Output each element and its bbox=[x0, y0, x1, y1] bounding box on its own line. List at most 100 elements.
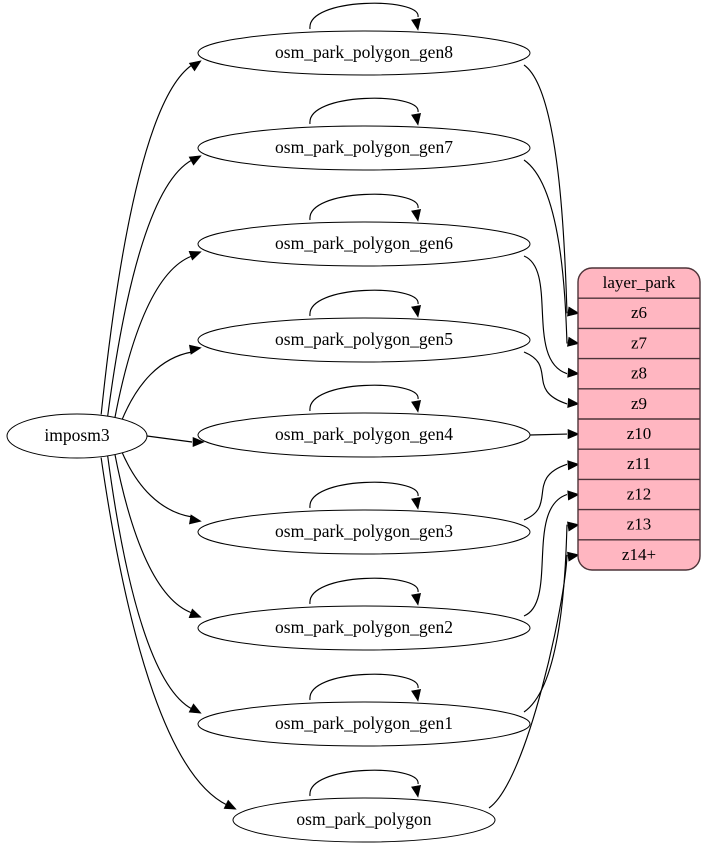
node-imposm3[interactable]: imposm3 bbox=[6, 413, 148, 459]
edge-arrowhead-gen3-to-row bbox=[567, 460, 580, 471]
edge-arrowhead-gen8-to-row bbox=[567, 306, 580, 317]
edge-imposm3-to-gen1 bbox=[107, 455, 202, 714]
table-row-z9[interactable]: z9 bbox=[631, 394, 647, 413]
edge-gen4-to-z10 bbox=[529, 429, 580, 440]
node-ellipse-base[interactable] bbox=[232, 797, 496, 843]
node-label-gen3: osm_park_polygon_gen3 bbox=[275, 521, 453, 541]
self-loop-arrowhead-gen7 bbox=[411, 112, 422, 126]
edge-path-gen8-to-row bbox=[523, 64, 568, 314]
edge-arrowhead-gen2-to-row bbox=[567, 490, 580, 501]
self-loop-arrowhead-gen3 bbox=[411, 496, 422, 510]
table-row-z13[interactable]: z13 bbox=[627, 515, 652, 534]
edge-gen2-to-z12 bbox=[523, 490, 580, 617]
self-loop-path-gen3 bbox=[309, 481, 419, 509]
edge-path-base-to-row bbox=[488, 554, 568, 809]
edge-path-gen3-to-row bbox=[523, 463, 568, 521]
node-gen5[interactable]: osm_park_polygon_gen5 bbox=[197, 317, 531, 363]
edge-path-imposm3-base bbox=[100, 457, 228, 806]
edge-arrowhead-imposm3-base bbox=[223, 799, 237, 810]
node-gen2[interactable]: osm_park_polygon_gen2 bbox=[197, 605, 531, 651]
node-gen1[interactable]: osm_park_polygon_gen1 bbox=[197, 701, 531, 747]
node-label-imposm3: imposm3 bbox=[44, 425, 109, 445]
node-label-gen1: osm_park_polygon_gen1 bbox=[275, 713, 453, 733]
edge-imposm3-to-gen5 bbox=[120, 344, 202, 422]
node-gen4[interactable]: osm_park_polygon_gen4 bbox=[197, 412, 531, 458]
self-loop-arrowhead-gen1 bbox=[411, 688, 422, 702]
edge-imposm3-to-base bbox=[100, 457, 237, 810]
self-loop-gen4 bbox=[309, 384, 422, 413]
table-row-z7[interactable]: z7 bbox=[631, 333, 648, 352]
self-loop-gen3 bbox=[309, 481, 422, 510]
node-ellipse-imposm3[interactable] bbox=[6, 413, 148, 459]
edge-path-gen5-to-row bbox=[523, 351, 568, 405]
edge-imposm3-to-gen7 bbox=[107, 155, 202, 417]
table-header-layer-park: layer_park bbox=[603, 273, 676, 292]
node-ellipse-gen6[interactable] bbox=[197, 221, 531, 267]
edge-arrowhead-imposm3-gen4 bbox=[192, 436, 205, 448]
self-loop-arrowhead-gen6 bbox=[411, 208, 422, 222]
self-loop-path-gen8 bbox=[309, 2, 419, 30]
node-ellipse-gen1[interactable] bbox=[197, 701, 531, 747]
self-loop-path-gen1 bbox=[309, 673, 419, 701]
edge-arrowhead-gen4-to-row bbox=[567, 429, 580, 440]
self-loop-gen5 bbox=[309, 289, 422, 318]
self-loop-gen7 bbox=[309, 97, 422, 126]
table-row-z14plus[interactable]: z14+ bbox=[622, 545, 656, 564]
node-ellipse-gen8[interactable] bbox=[197, 30, 531, 76]
edge-imposm3-to-gen6 bbox=[114, 251, 202, 420]
node-gen3[interactable]: osm_park_polygon_gen3 bbox=[197, 509, 531, 555]
self-loop-path-gen5 bbox=[309, 289, 419, 317]
self-loop-path-gen7 bbox=[309, 97, 419, 125]
edge-arrowhead-imposm3-gen1 bbox=[188, 703, 202, 714]
node-gen7[interactable]: osm_park_polygon_gen7 bbox=[197, 125, 531, 171]
edge-arrowhead-imposm3-gen6 bbox=[188, 251, 202, 261]
node-gen6[interactable]: osm_park_polygon_gen6 bbox=[197, 221, 531, 267]
edge-arrowhead-imposm3-gen8 bbox=[188, 60, 202, 72]
node-label-gen5: osm_park_polygon_gen5 bbox=[275, 329, 453, 349]
edge-gen1-to-z13 bbox=[523, 521, 580, 713]
self-loop-path-base bbox=[309, 769, 419, 797]
edge-base-to-z14plus bbox=[488, 551, 580, 809]
layer-park-table: layer_park z6 z7 z8 z9 z10 z11 z12 z13 z14+ bbox=[577, 267, 701, 571]
table-row-z12[interactable]: z12 bbox=[627, 484, 652, 503]
edge-arrowhead-imposm3-gen2 bbox=[188, 608, 202, 619]
table-row-z10[interactable]: z10 bbox=[627, 424, 652, 443]
edge-path-imposm3-gen4 bbox=[146, 435, 193, 443]
edge-path-imposm3-gen2 bbox=[114, 452, 193, 614]
self-loop-base bbox=[309, 769, 422, 798]
edge-path-imposm3-gen6 bbox=[114, 255, 193, 420]
edge-path-gen2-to-row bbox=[523, 493, 568, 617]
edge-imposm3-to-gen8 bbox=[100, 60, 202, 415]
edge-path-gen7-to-row bbox=[523, 159, 568, 344]
node-ellipse-gen7[interactable] bbox=[197, 125, 531, 171]
table-row-z8[interactable]: z8 bbox=[631, 364, 647, 383]
edge-gen8-to-z6 bbox=[523, 64, 580, 317]
self-loop-gen8 bbox=[309, 2, 422, 31]
edge-imposm3-to-gen2 bbox=[114, 452, 202, 619]
table-row-z6[interactable]: z6 bbox=[631, 303, 647, 322]
edge-arrowhead-gen1-to-row bbox=[567, 521, 580, 532]
node-ellipse-gen4[interactable] bbox=[197, 412, 531, 458]
edge-path-gen6-to-row bbox=[523, 255, 568, 375]
self-loop-path-gen6 bbox=[309, 193, 419, 221]
node-base[interactable]: osm_park_polygon bbox=[232, 797, 496, 843]
edge-arrowhead-gen5-to-row bbox=[567, 397, 580, 408]
node-label-gen8: osm_park_polygon_gen8 bbox=[275, 42, 453, 62]
edge-gen5-to-z9 bbox=[523, 351, 580, 408]
node-label-gen7: osm_park_polygon_gen7 bbox=[275, 137, 453, 157]
node-ellipse-gen2[interactable] bbox=[197, 605, 531, 651]
edge-path-imposm3-gen1 bbox=[107, 455, 193, 710]
self-loop-gen2 bbox=[309, 577, 422, 606]
edge-arrowhead-base-to-row bbox=[567, 551, 580, 562]
self-loop-arrowhead-gen5 bbox=[411, 304, 422, 318]
edge-gen6-to-z8 bbox=[523, 255, 580, 378]
node-gen8[interactable]: osm_park_polygon_gen8 bbox=[197, 30, 531, 76]
edge-imposm3-to-gen3 bbox=[120, 450, 202, 525]
node-label-gen4: osm_park_polygon_gen4 bbox=[275, 424, 453, 444]
edge-path-gen4-to-row bbox=[529, 433, 568, 436]
nodes-layer: imposm3 osm_park_polygon_gen8 osm_park_pol… bbox=[6, 30, 531, 843]
node-ellipse-gen5[interactable] bbox=[197, 317, 531, 363]
node-ellipse-gen3[interactable] bbox=[197, 509, 531, 555]
table-row-z11[interactable]: z11 bbox=[627, 454, 651, 473]
